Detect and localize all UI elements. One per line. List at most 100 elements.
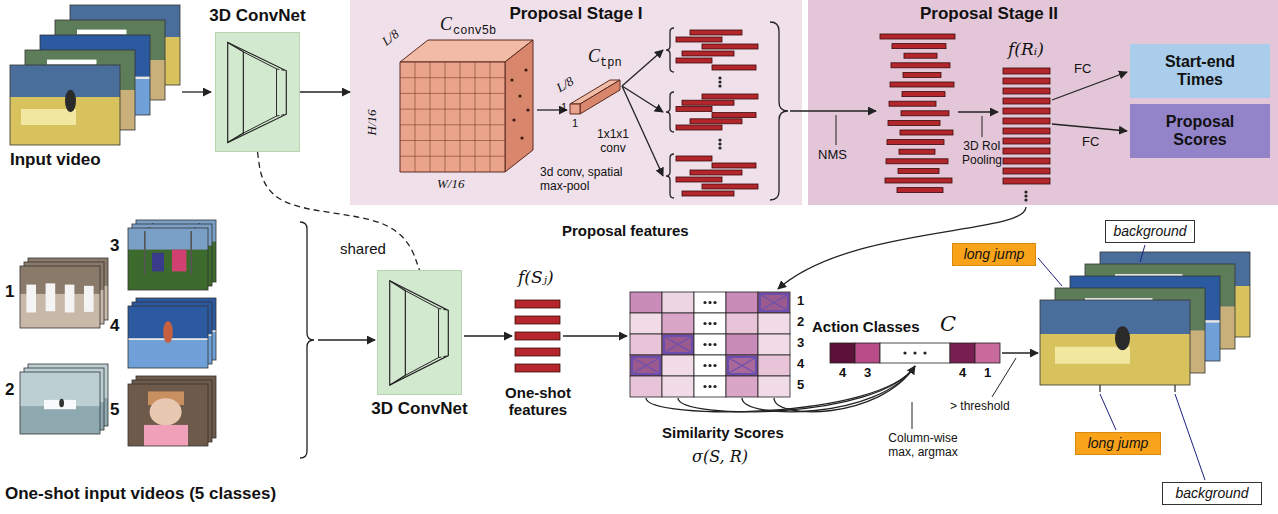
cube-grid bbox=[430, 62, 431, 172]
proposal-bar bbox=[682, 191, 734, 196]
proposal-bar bbox=[515, 332, 560, 340]
ellipsis-dot bbox=[1024, 190, 1027, 193]
stage-band-fill bbox=[350, 0, 802, 205]
frame-border bbox=[128, 228, 208, 290]
text-label: Similarity Scores bbox=[662, 424, 784, 441]
ellipsis-dot bbox=[703, 364, 706, 367]
band-fills bbox=[350, 0, 1278, 205]
argmax-cross bbox=[633, 358, 659, 373]
leader-line bbox=[982, 116, 983, 137]
convnet-outline bbox=[390, 281, 449, 385]
frame-region bbox=[128, 306, 208, 368]
flow-arrow bbox=[318, 339, 375, 340]
leader-line bbox=[836, 115, 837, 145]
cube-grid bbox=[400, 140, 505, 141]
class-cell bbox=[975, 343, 1000, 363]
matrix-cell bbox=[662, 313, 694, 334]
box-text: long jump bbox=[1088, 435, 1149, 451]
proposal-bar bbox=[712, 113, 756, 118]
frame-figure bbox=[59, 399, 64, 408]
text-label: One-shot features bbox=[494, 384, 582, 419]
convnet-outline bbox=[228, 42, 287, 142]
max-curve bbox=[742, 366, 915, 412]
frame-region bbox=[20, 372, 100, 434]
proposal-bar bbox=[889, 101, 936, 106]
matrix-cell bbox=[662, 334, 694, 355]
frame-region bbox=[84, 286, 94, 312]
convnet-edge bbox=[228, 42, 244, 142]
video-frame bbox=[1040, 300, 1190, 385]
video-frame bbox=[128, 306, 208, 368]
matrix-cell bbox=[694, 355, 726, 376]
output-box: background bbox=[1162, 482, 1262, 505]
proposal-bar bbox=[1003, 148, 1050, 154]
text-label: L/8 bbox=[554, 74, 577, 96]
text-label: 3 bbox=[855, 366, 880, 381]
proposal-bar bbox=[887, 140, 944, 145]
cube-grid bbox=[415, 62, 416, 172]
proposal-bar bbox=[676, 106, 712, 111]
frame-region bbox=[172, 250, 186, 272]
frame-region bbox=[46, 283, 56, 311]
ellipsis-dot bbox=[713, 322, 716, 325]
proposal-bar bbox=[1003, 88, 1050, 94]
cube-dot bbox=[524, 68, 527, 71]
matrix-cell bbox=[758, 355, 790, 376]
text-label: 2 bbox=[5, 380, 14, 400]
proposal-bar bbox=[676, 125, 722, 130]
frame-ground bbox=[20, 266, 100, 328]
frame-border bbox=[20, 266, 100, 328]
frame-region bbox=[21, 109, 76, 125]
matrix-cell bbox=[662, 355, 694, 376]
ellipsis-dot bbox=[703, 343, 706, 346]
proposal-bar bbox=[690, 119, 742, 124]
matrix-cell bbox=[694, 376, 726, 397]
cube-grid bbox=[460, 62, 461, 172]
proposal-bar bbox=[676, 58, 712, 63]
proposal-bar bbox=[682, 100, 734, 105]
frame-border bbox=[1040, 300, 1190, 385]
text-label: C bbox=[440, 14, 452, 35]
matrix-cell bbox=[630, 376, 662, 397]
matrix-cell bbox=[694, 313, 726, 334]
proposal-bar bbox=[515, 364, 560, 372]
text-label: W/16 bbox=[437, 177, 464, 192]
flow-arrow bbox=[1052, 124, 1127, 131]
frame-ground bbox=[20, 372, 100, 434]
flow-connector bbox=[300, 91, 350, 92]
argmax-mark bbox=[664, 336, 692, 353]
proposal-bar bbox=[890, 82, 954, 87]
box-text: Proposal Scores bbox=[1144, 113, 1256, 150]
class-cell bbox=[830, 343, 855, 363]
ellipsis-dot bbox=[713, 301, 716, 304]
frame-ground bbox=[128, 306, 208, 368]
ellipsis-dot bbox=[718, 142, 721, 145]
frame-border bbox=[128, 306, 208, 368]
text-label: f(Sⱼ) bbox=[518, 268, 554, 288]
block-title: 3D ConvNet bbox=[209, 6, 305, 26]
frame-figure bbox=[65, 90, 76, 112]
convnet-icon bbox=[378, 271, 461, 394]
proposal-bar bbox=[1003, 178, 1050, 184]
max-curve bbox=[646, 366, 915, 412]
output-box: Start-end Times bbox=[1130, 44, 1270, 98]
frame-region bbox=[1040, 334, 1190, 385]
output-box: long jump bbox=[952, 243, 1036, 266]
box-text: background bbox=[1113, 223, 1186, 239]
proposal-bar bbox=[702, 44, 758, 49]
proposal-bar bbox=[891, 63, 950, 68]
video-frame bbox=[128, 384, 208, 446]
proposal-bar bbox=[1003, 108, 1050, 114]
stage-title: Proposal Stage I bbox=[350, 4, 802, 24]
leader-line bbox=[1100, 394, 1116, 430]
max-curve bbox=[678, 366, 915, 412]
proposal-bar bbox=[712, 163, 756, 168]
proposal-bar bbox=[682, 51, 734, 56]
matrix-cell bbox=[630, 334, 662, 355]
ellipsis-dot bbox=[1024, 194, 1027, 197]
ellipsis-dot bbox=[903, 351, 906, 354]
text-label: 1 bbox=[5, 282, 14, 302]
text-label: > threshold bbox=[950, 400, 1010, 414]
text-label: 5 bbox=[110, 400, 119, 420]
